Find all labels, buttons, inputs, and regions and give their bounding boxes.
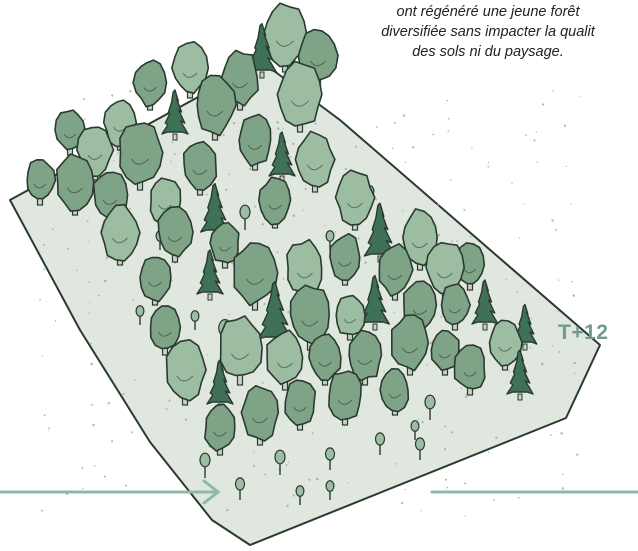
broadleaf-tree-icon <box>100 203 141 266</box>
broadleaf-tree-icon <box>379 367 410 416</box>
broadleaf-tree-icon <box>240 384 280 446</box>
broadleaf-tree-icon <box>328 370 362 426</box>
arrow-right-icon <box>0 479 221 505</box>
caption: ont régénéré une jeune forêt diversifiée… <box>318 2 638 62</box>
broadleaf-tree-icon <box>335 294 366 341</box>
broadleaf-tree-icon <box>196 74 237 141</box>
sapling-icon <box>374 432 386 455</box>
sapling-icon <box>424 394 436 420</box>
broadleaf-tree-icon <box>55 153 95 216</box>
broadleaf-tree-icon <box>219 315 263 386</box>
sapling-icon <box>274 449 286 475</box>
sapling-icon <box>324 447 336 470</box>
caption-line-3: des sols ni du paysage. <box>412 44 564 60</box>
broadleaf-tree-icon <box>308 333 342 386</box>
sapling-icon <box>199 452 211 478</box>
broadleaf-tree-icon <box>440 283 472 331</box>
broadleaf-tree-icon <box>284 379 317 431</box>
broadleaf-tree-icon <box>233 242 279 311</box>
broadleaf-tree-icon <box>390 314 430 376</box>
broadleaf-tree-icon <box>171 40 210 99</box>
conifer-tree-icon <box>196 249 224 301</box>
time-label: T+12 <box>558 321 609 344</box>
broadleaf-tree-icon <box>294 130 336 193</box>
conifer-tree-icon <box>360 274 390 331</box>
broadleaf-tree-icon <box>276 60 323 133</box>
broadleaf-tree-icon <box>430 329 460 376</box>
sapling-icon <box>239 204 251 230</box>
broadleaf-tree-icon <box>157 205 194 263</box>
broadleaf-tree-icon <box>453 344 486 396</box>
conifer-tree-icon <box>471 279 499 331</box>
sapling-icon <box>325 480 335 500</box>
broadleaf-tree-icon <box>165 338 207 406</box>
conifer-tree-icon <box>506 349 534 401</box>
sapling-icon <box>410 420 420 440</box>
broadleaf-tree-icon <box>488 319 523 371</box>
broadleaf-tree-icon <box>139 256 172 306</box>
broadleaf-tree-icon <box>266 329 304 391</box>
broadleaf-tree-icon <box>378 243 414 301</box>
broadleaf-tree-icon <box>329 232 361 286</box>
broadleaf-tree-icon <box>204 403 236 456</box>
sapling-icon <box>414 437 426 460</box>
broadleaf-tree-icon <box>132 59 168 111</box>
sapling-icon <box>190 310 200 330</box>
broadleaf-tree-icon <box>334 169 376 231</box>
broadleaf-tree-icon <box>257 176 292 229</box>
sapling-icon <box>234 477 246 500</box>
broadleaf-tree-icon <box>238 113 272 171</box>
sapling-icon <box>135 305 145 325</box>
caption-line-1: ont régénéré une jeune forêt <box>396 4 580 20</box>
broadleaf-tree-icon <box>182 140 218 196</box>
broadleaf-tree-icon <box>209 221 240 269</box>
sapling-icon <box>325 230 335 250</box>
broadleaf-tree-icon <box>26 159 57 206</box>
caption-line-2: diversifiée sans impacter la qualit <box>381 24 595 40</box>
broadleaf-tree-icon <box>289 284 331 351</box>
broadleaf-tree-icon <box>149 305 182 356</box>
sapling-icon <box>295 485 305 505</box>
broadleaf-tree-icon <box>348 329 383 386</box>
broadleaf-tree-icon <box>119 122 164 191</box>
conifer-tree-icon <box>161 89 189 141</box>
